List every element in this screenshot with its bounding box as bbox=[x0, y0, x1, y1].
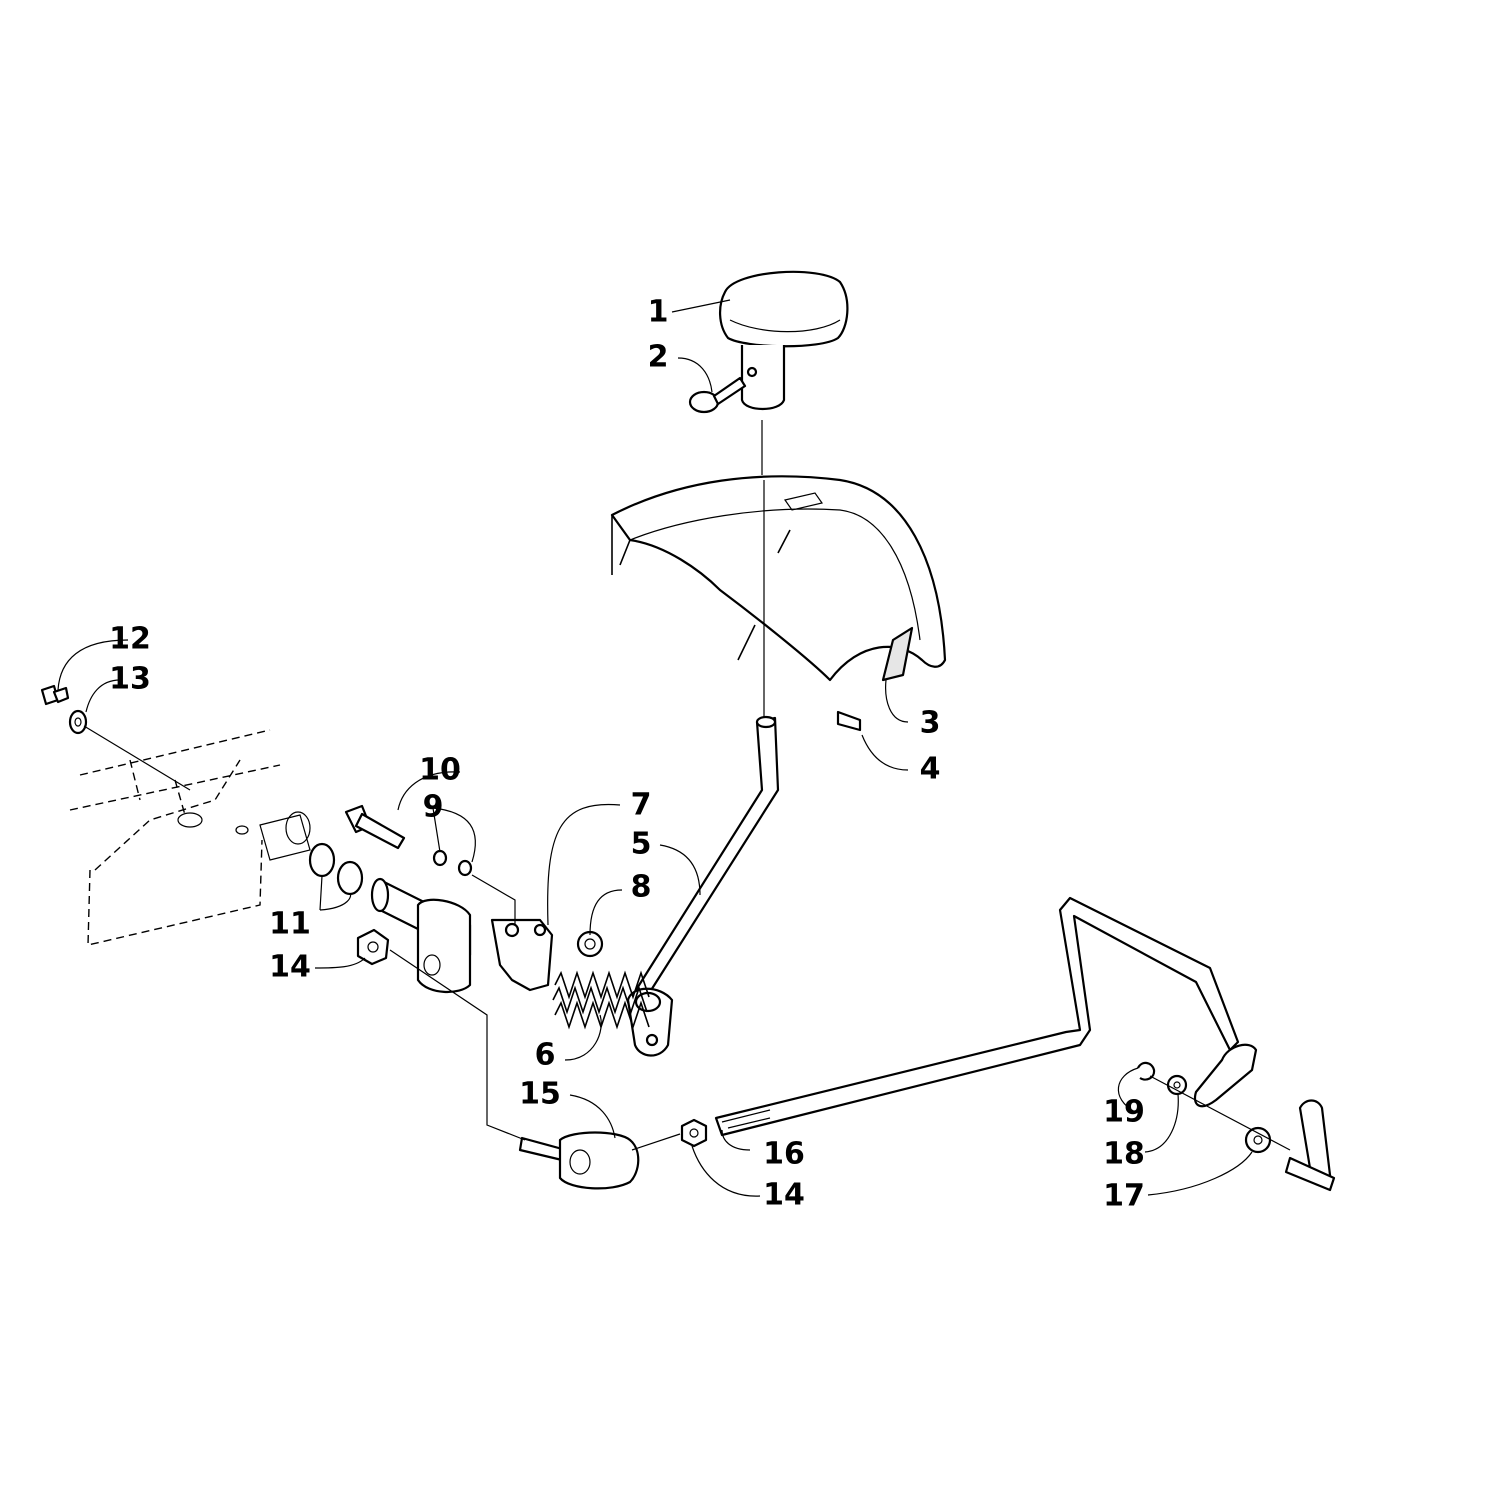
pivot-nut[interactable] bbox=[576, 930, 604, 958]
callout-18: 18 bbox=[1103, 1137, 1145, 1172]
frame-washer[interactable] bbox=[68, 709, 88, 735]
leader-lines bbox=[57, 299, 1253, 1197]
callout-14-upper: 14 bbox=[269, 950, 311, 985]
bolt-washers[interactable] bbox=[432, 849, 473, 877]
jam-nut-upper[interactable] bbox=[356, 928, 390, 966]
frame-axis-line bbox=[83, 725, 191, 791]
pivot-shaft[interactable] bbox=[370, 877, 472, 994]
transmission-shift-arm[interactable] bbox=[1284, 1099, 1336, 1192]
callout-10: 10 bbox=[419, 753, 461, 788]
shift-knob[interactable] bbox=[719, 270, 849, 411]
callout-1: 1 bbox=[648, 295, 669, 330]
callout-3: 3 bbox=[920, 706, 941, 741]
callout-2: 2 bbox=[648, 340, 669, 375]
callout-12: 12 bbox=[109, 622, 151, 657]
callout-11: 11 bbox=[269, 907, 311, 942]
pivot-bolt[interactable] bbox=[344, 804, 406, 850]
callout-labels: 1 2 3 4 5 6 7 8 9 10 11 12 13 14 15 16 1… bbox=[109, 295, 1145, 1214]
plate-spacer[interactable] bbox=[836, 710, 862, 732]
callout-13: 13 bbox=[109, 662, 151, 697]
rod-end[interactable] bbox=[518, 1131, 640, 1190]
callout-7: 7 bbox=[631, 788, 652, 823]
shift-lever[interactable] bbox=[626, 715, 780, 1057]
callout-5: 5 bbox=[631, 827, 652, 862]
shift-rod[interactable] bbox=[714, 896, 1258, 1137]
callout-17: 17 bbox=[1103, 1179, 1145, 1214]
flat-washer-small[interactable] bbox=[1166, 1074, 1188, 1096]
retainer-clip[interactable] bbox=[1137, 1061, 1156, 1081]
frame-screw[interactable] bbox=[40, 684, 70, 706]
flat-washer-large[interactable] bbox=[1244, 1126, 1272, 1154]
pivot-arm[interactable] bbox=[490, 918, 554, 992]
frame-reference-drawing bbox=[69, 729, 311, 946]
callout-19: 19 bbox=[1103, 1095, 1145, 1130]
jam-nut-lower[interactable] bbox=[680, 1118, 708, 1148]
o-rings[interactable] bbox=[308, 842, 364, 896]
shift-gate-plate[interactable] bbox=[610, 475, 947, 682]
knob-screw[interactable] bbox=[688, 376, 747, 414]
callout-14-lower: 14 bbox=[763, 1178, 805, 1213]
callout-16: 16 bbox=[763, 1137, 805, 1172]
linkage-axis-line bbox=[1149, 1075, 1291, 1151]
callout-8: 8 bbox=[631, 870, 652, 905]
callout-6: 6 bbox=[535, 1038, 556, 1073]
callout-9: 9 bbox=[423, 790, 444, 825]
callout-15: 15 bbox=[519, 1077, 561, 1112]
callout-4: 4 bbox=[920, 752, 941, 787]
